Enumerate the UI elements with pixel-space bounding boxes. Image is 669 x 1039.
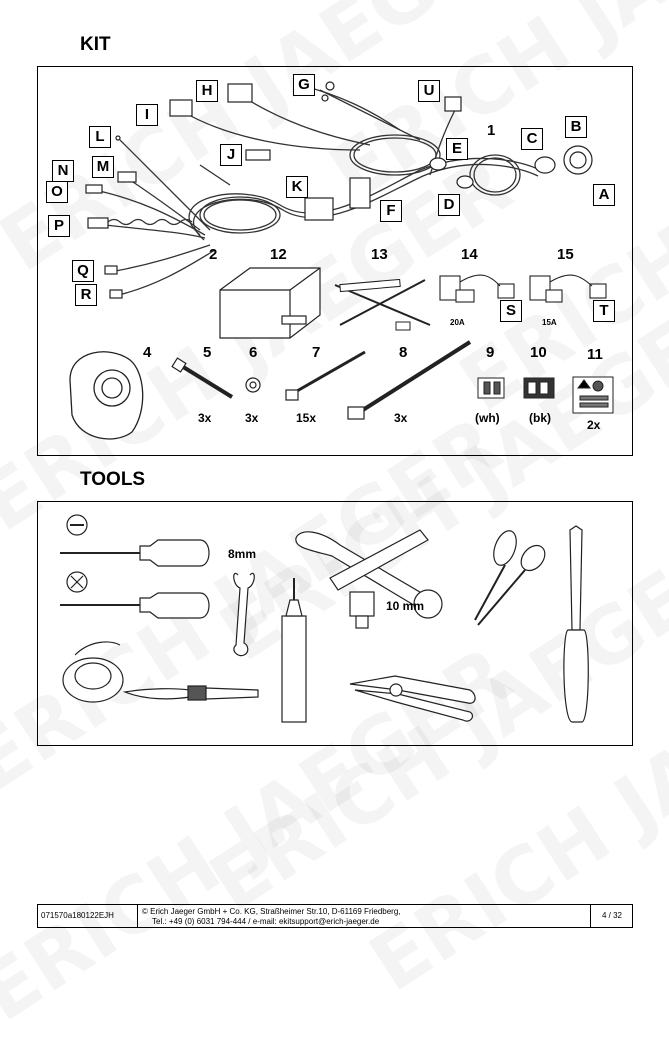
flat-screwdriver-icon xyxy=(60,514,210,567)
kit-illustration xyxy=(69,81,614,440)
label-h: H xyxy=(196,80,218,102)
item-number-9: 9 xyxy=(486,344,495,361)
item-number-6: 6 xyxy=(249,344,258,361)
label-o: O xyxy=(46,181,68,203)
tools-heading: TOOLS xyxy=(80,469,146,490)
company-info: © Erich Jaeger GmbH + Co. KG, Straßheime… xyxy=(138,905,590,927)
tools-illustration xyxy=(60,514,589,723)
kit-heading: KIT xyxy=(80,34,111,55)
item-number-12: 12 xyxy=(270,246,287,263)
label-m: M xyxy=(92,156,114,178)
item-number-1: 1 xyxy=(487,122,496,139)
label-q: Q xyxy=(72,260,94,282)
doc-id: 071570a180122EJH xyxy=(38,905,138,927)
ratchet-icon xyxy=(295,529,443,629)
kit-panel xyxy=(37,66,633,456)
label-r: R xyxy=(75,284,97,306)
item-number-13: 13 xyxy=(371,246,388,263)
label-s: S xyxy=(500,300,522,322)
page-number: 4 / 32 xyxy=(590,905,633,927)
item-number-10: 10 xyxy=(530,344,547,361)
knife-icon xyxy=(122,685,259,701)
item-number-4: 4 xyxy=(143,344,152,361)
wrench-size-label: 8mm xyxy=(228,547,257,561)
socket-size-label: 10 mm xyxy=(386,599,425,613)
phillips-screwdriver-icon xyxy=(60,571,210,619)
qty-item-5: 3x xyxy=(198,411,212,425)
qty-item-6: 3x xyxy=(245,411,259,425)
item-number-5: 5 xyxy=(203,344,212,361)
item-number-2: 2 xyxy=(209,246,218,263)
fuse-rating-15a: 15A xyxy=(542,318,557,327)
label-d: D xyxy=(438,194,460,216)
item-number-8: 8 xyxy=(399,344,408,361)
wrench-icon xyxy=(233,572,255,657)
label-t: T xyxy=(593,300,615,322)
label-f: F xyxy=(380,200,402,222)
qty-item-8: 3x xyxy=(394,411,408,425)
tape-icon xyxy=(62,641,124,703)
footer: 071570a180122EJH © Erich Jaeger GmbH + C… xyxy=(37,904,633,928)
label-a: A xyxy=(593,184,615,206)
label-b: B xyxy=(565,116,587,138)
qty-item-9: (wh) xyxy=(475,411,500,425)
label-e: E xyxy=(446,138,468,160)
item-number-15: 15 xyxy=(557,246,574,263)
item-number-7: 7 xyxy=(312,344,321,361)
item-number-14: 14 xyxy=(461,246,478,263)
fuse-rating-20a: 20A xyxy=(450,318,465,327)
label-l: L xyxy=(89,126,111,148)
label-j: J xyxy=(220,144,242,166)
label-u: U xyxy=(418,80,440,102)
sealant-icon xyxy=(281,578,307,723)
tools-panel xyxy=(37,501,633,746)
trim-tool-icon xyxy=(563,525,589,723)
label-p: P xyxy=(48,215,70,237)
pliers-icon xyxy=(349,675,476,722)
scissors-icon xyxy=(474,530,546,626)
label-g: G xyxy=(293,74,315,96)
company-address: © Erich Jaeger GmbH + Co. KG, Straßheime… xyxy=(142,907,401,916)
label-k: K xyxy=(286,176,308,198)
item-number-11: 11 xyxy=(587,346,603,363)
company-contact: Tel.: +49 (0) 6031 794-444 / e-mail: eki… xyxy=(152,917,380,926)
label-i: I xyxy=(136,104,158,126)
qty-item-11: 2x xyxy=(587,418,601,432)
qty-item-7: 15x xyxy=(296,411,317,425)
qty-item-10: (bk) xyxy=(529,411,551,425)
label-c: C xyxy=(521,128,543,150)
